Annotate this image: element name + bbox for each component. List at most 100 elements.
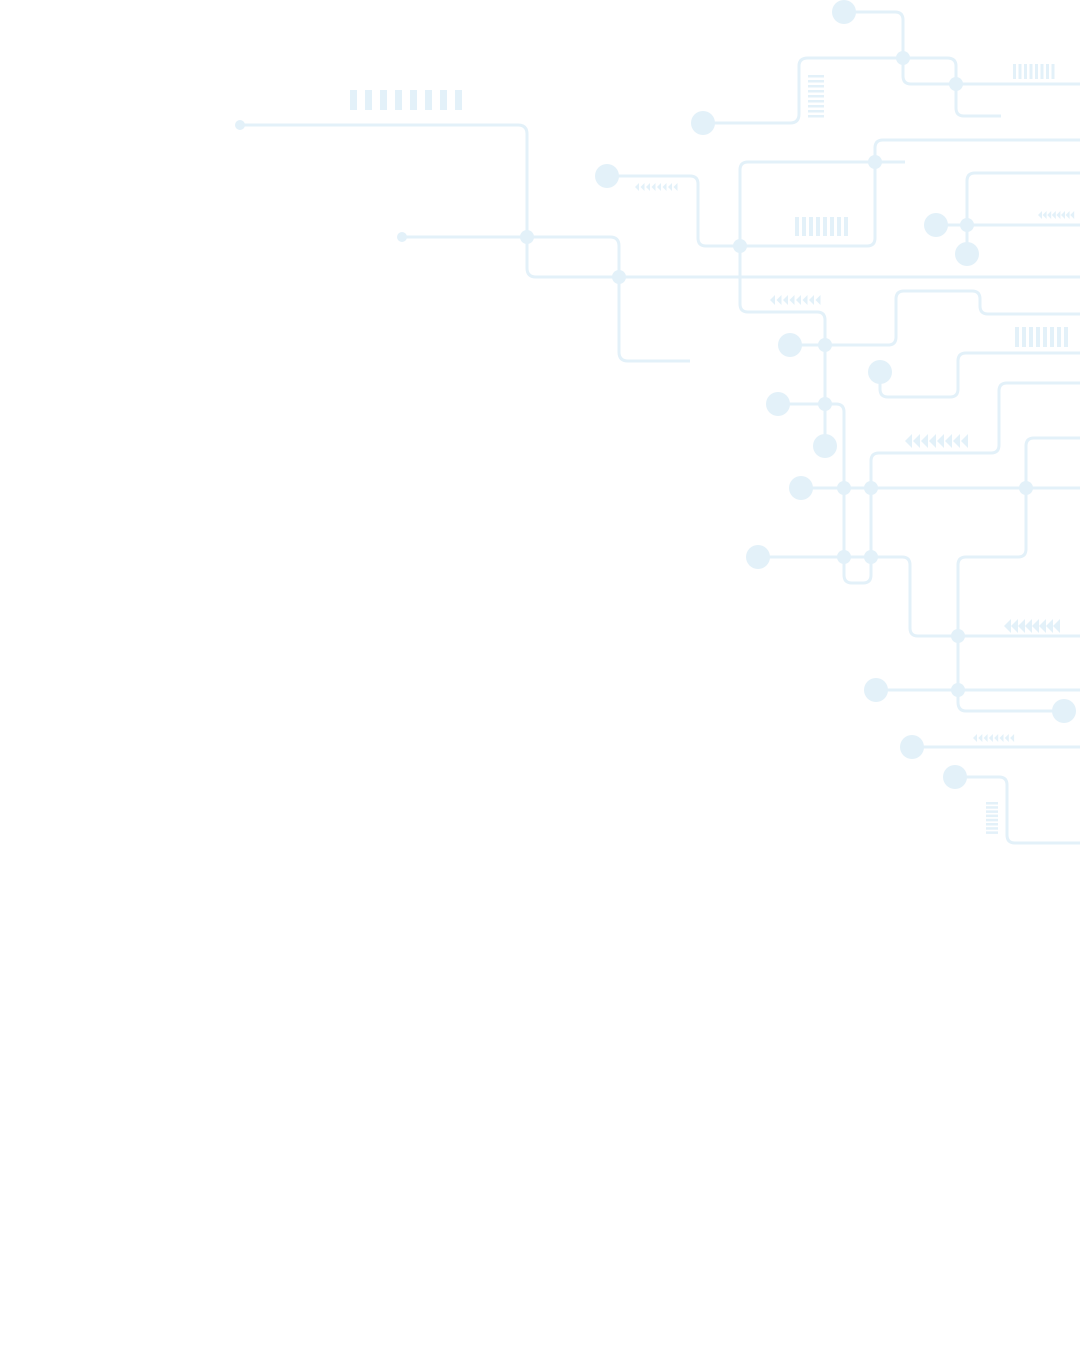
- circuit-trace: [703, 56, 1001, 125]
- stripe-line: [808, 110, 824, 113]
- arrow-left-icon: [978, 734, 983, 742]
- stripe-bar: [1029, 64, 1033, 79]
- terminal-dot: [766, 392, 790, 416]
- stripe-bar: [380, 90, 387, 110]
- arrow-left-icon: [1010, 734, 1015, 742]
- arrow-left-icon: [1061, 211, 1065, 219]
- circuit-trace: [738, 160, 905, 446]
- stripe-line: [986, 814, 998, 818]
- terminal-dot: [832, 0, 856, 24]
- circuit-trace: [790, 289, 1080, 347]
- arrow-left-icon: [929, 434, 936, 448]
- stripe-line: [986, 806, 998, 809]
- stripe-bar: [830, 217, 834, 236]
- junction-dot: [733, 239, 747, 253]
- terminal-dot: [900, 735, 924, 759]
- stripe-bar: [440, 90, 447, 110]
- endpoint-dot: [397, 232, 407, 242]
- stripe-bar: [455, 90, 462, 110]
- terminal-dot: [813, 434, 837, 458]
- terminal-dot: [864, 678, 888, 702]
- stripe-line: [986, 831, 998, 834]
- circuit-decorations: [350, 64, 1075, 834]
- arrow-left-icon: [770, 295, 775, 305]
- stripe-bar: [795, 217, 799, 236]
- circuit-trace: [758, 555, 1080, 638]
- stripe-bar: [365, 90, 372, 110]
- junction-dot: [960, 218, 974, 232]
- stripe-bar: [350, 90, 357, 110]
- stripe-bar: [1035, 64, 1038, 79]
- stripe-bar: [1015, 327, 1019, 347]
- stripe-line: [986, 823, 998, 826]
- junction-dot: [837, 481, 851, 495]
- stripe-bar: [1051, 64, 1055, 79]
- arrow-left-icon: [973, 734, 977, 742]
- arrow-left-icon: [668, 183, 672, 191]
- circuit-trace: [778, 381, 1080, 585]
- stripe-bar: [809, 217, 813, 236]
- terminal-dot: [924, 213, 948, 237]
- stripe-bar: [816, 217, 820, 236]
- arrow-left-icon: [961, 434, 968, 448]
- arrow-left-icon: [1056, 211, 1061, 219]
- circuit-trace: [402, 235, 690, 363]
- arrow-left-icon: [1004, 619, 1011, 633]
- endpoint-dot: [235, 120, 245, 130]
- arrow-left-icon: [1011, 619, 1018, 633]
- arrow-left-icon: [1032, 619, 1039, 633]
- arrow-left-icon: [945, 434, 952, 448]
- stripe-line: [986, 827, 998, 830]
- arrow-left-icon: [921, 434, 928, 448]
- circuit-trace: [956, 436, 1080, 713]
- arrow-left-icon: [635, 183, 639, 191]
- junction-dot: [520, 230, 534, 244]
- arrow-left-icon: [1004, 734, 1009, 742]
- stripe-bar: [425, 90, 432, 110]
- stripe-bar: [1024, 64, 1027, 79]
- circuit-trace: [844, 10, 1080, 86]
- arrow-left-icon: [1070, 211, 1075, 219]
- arrow-left-icon: [983, 734, 988, 742]
- arrow-left-icon: [789, 295, 795, 305]
- arrow-left-icon: [953, 434, 960, 448]
- terminal-dot: [595, 164, 619, 188]
- terminal-dot: [1052, 699, 1076, 723]
- arrow-left-icon: [937, 434, 944, 448]
- stripe-bar: [1022, 327, 1026, 347]
- stripe-line: [808, 115, 824, 118]
- stripe-bar: [1043, 327, 1047, 347]
- junction-dot: [949, 77, 963, 91]
- arrow-left-icon: [796, 295, 801, 305]
- junction-dot: [896, 51, 910, 65]
- arrow-left-icon: [802, 295, 808, 305]
- stripe-line: [808, 75, 824, 78]
- stripe-bar: [802, 217, 806, 236]
- stripe-bar: [844, 217, 848, 236]
- circuit-traces: [240, 10, 1080, 845]
- arrow-left-icon: [905, 434, 912, 448]
- terminal-dot: [691, 111, 715, 135]
- stripe-bar: [1018, 64, 1022, 79]
- arrow-left-icon: [809, 295, 814, 305]
- terminal-dot: [789, 476, 813, 500]
- arrow-left-icon: [1065, 211, 1070, 219]
- stripe-line: [986, 818, 998, 822]
- arrow-left-icon: [999, 734, 1004, 742]
- stripe-bar: [1036, 327, 1040, 347]
- stripe-line: [808, 80, 824, 83]
- arrow-left-icon: [1018, 619, 1025, 633]
- junction-dot: [951, 629, 965, 643]
- arrow-left-icon: [913, 434, 920, 448]
- stripe-bar: [1064, 327, 1068, 347]
- circuit-trace: [607, 138, 1080, 248]
- arrow-left-icon: [1053, 619, 1060, 633]
- terminal-dot: [778, 333, 802, 357]
- junction-dot: [837, 550, 851, 564]
- junction-dot: [951, 683, 965, 697]
- arrow-left-icon: [988, 734, 993, 742]
- arrow-left-icon: [1038, 211, 1042, 219]
- terminal-dot: [943, 765, 967, 789]
- arrow-left-icon: [657, 183, 661, 191]
- arrow-left-icon: [783, 295, 788, 305]
